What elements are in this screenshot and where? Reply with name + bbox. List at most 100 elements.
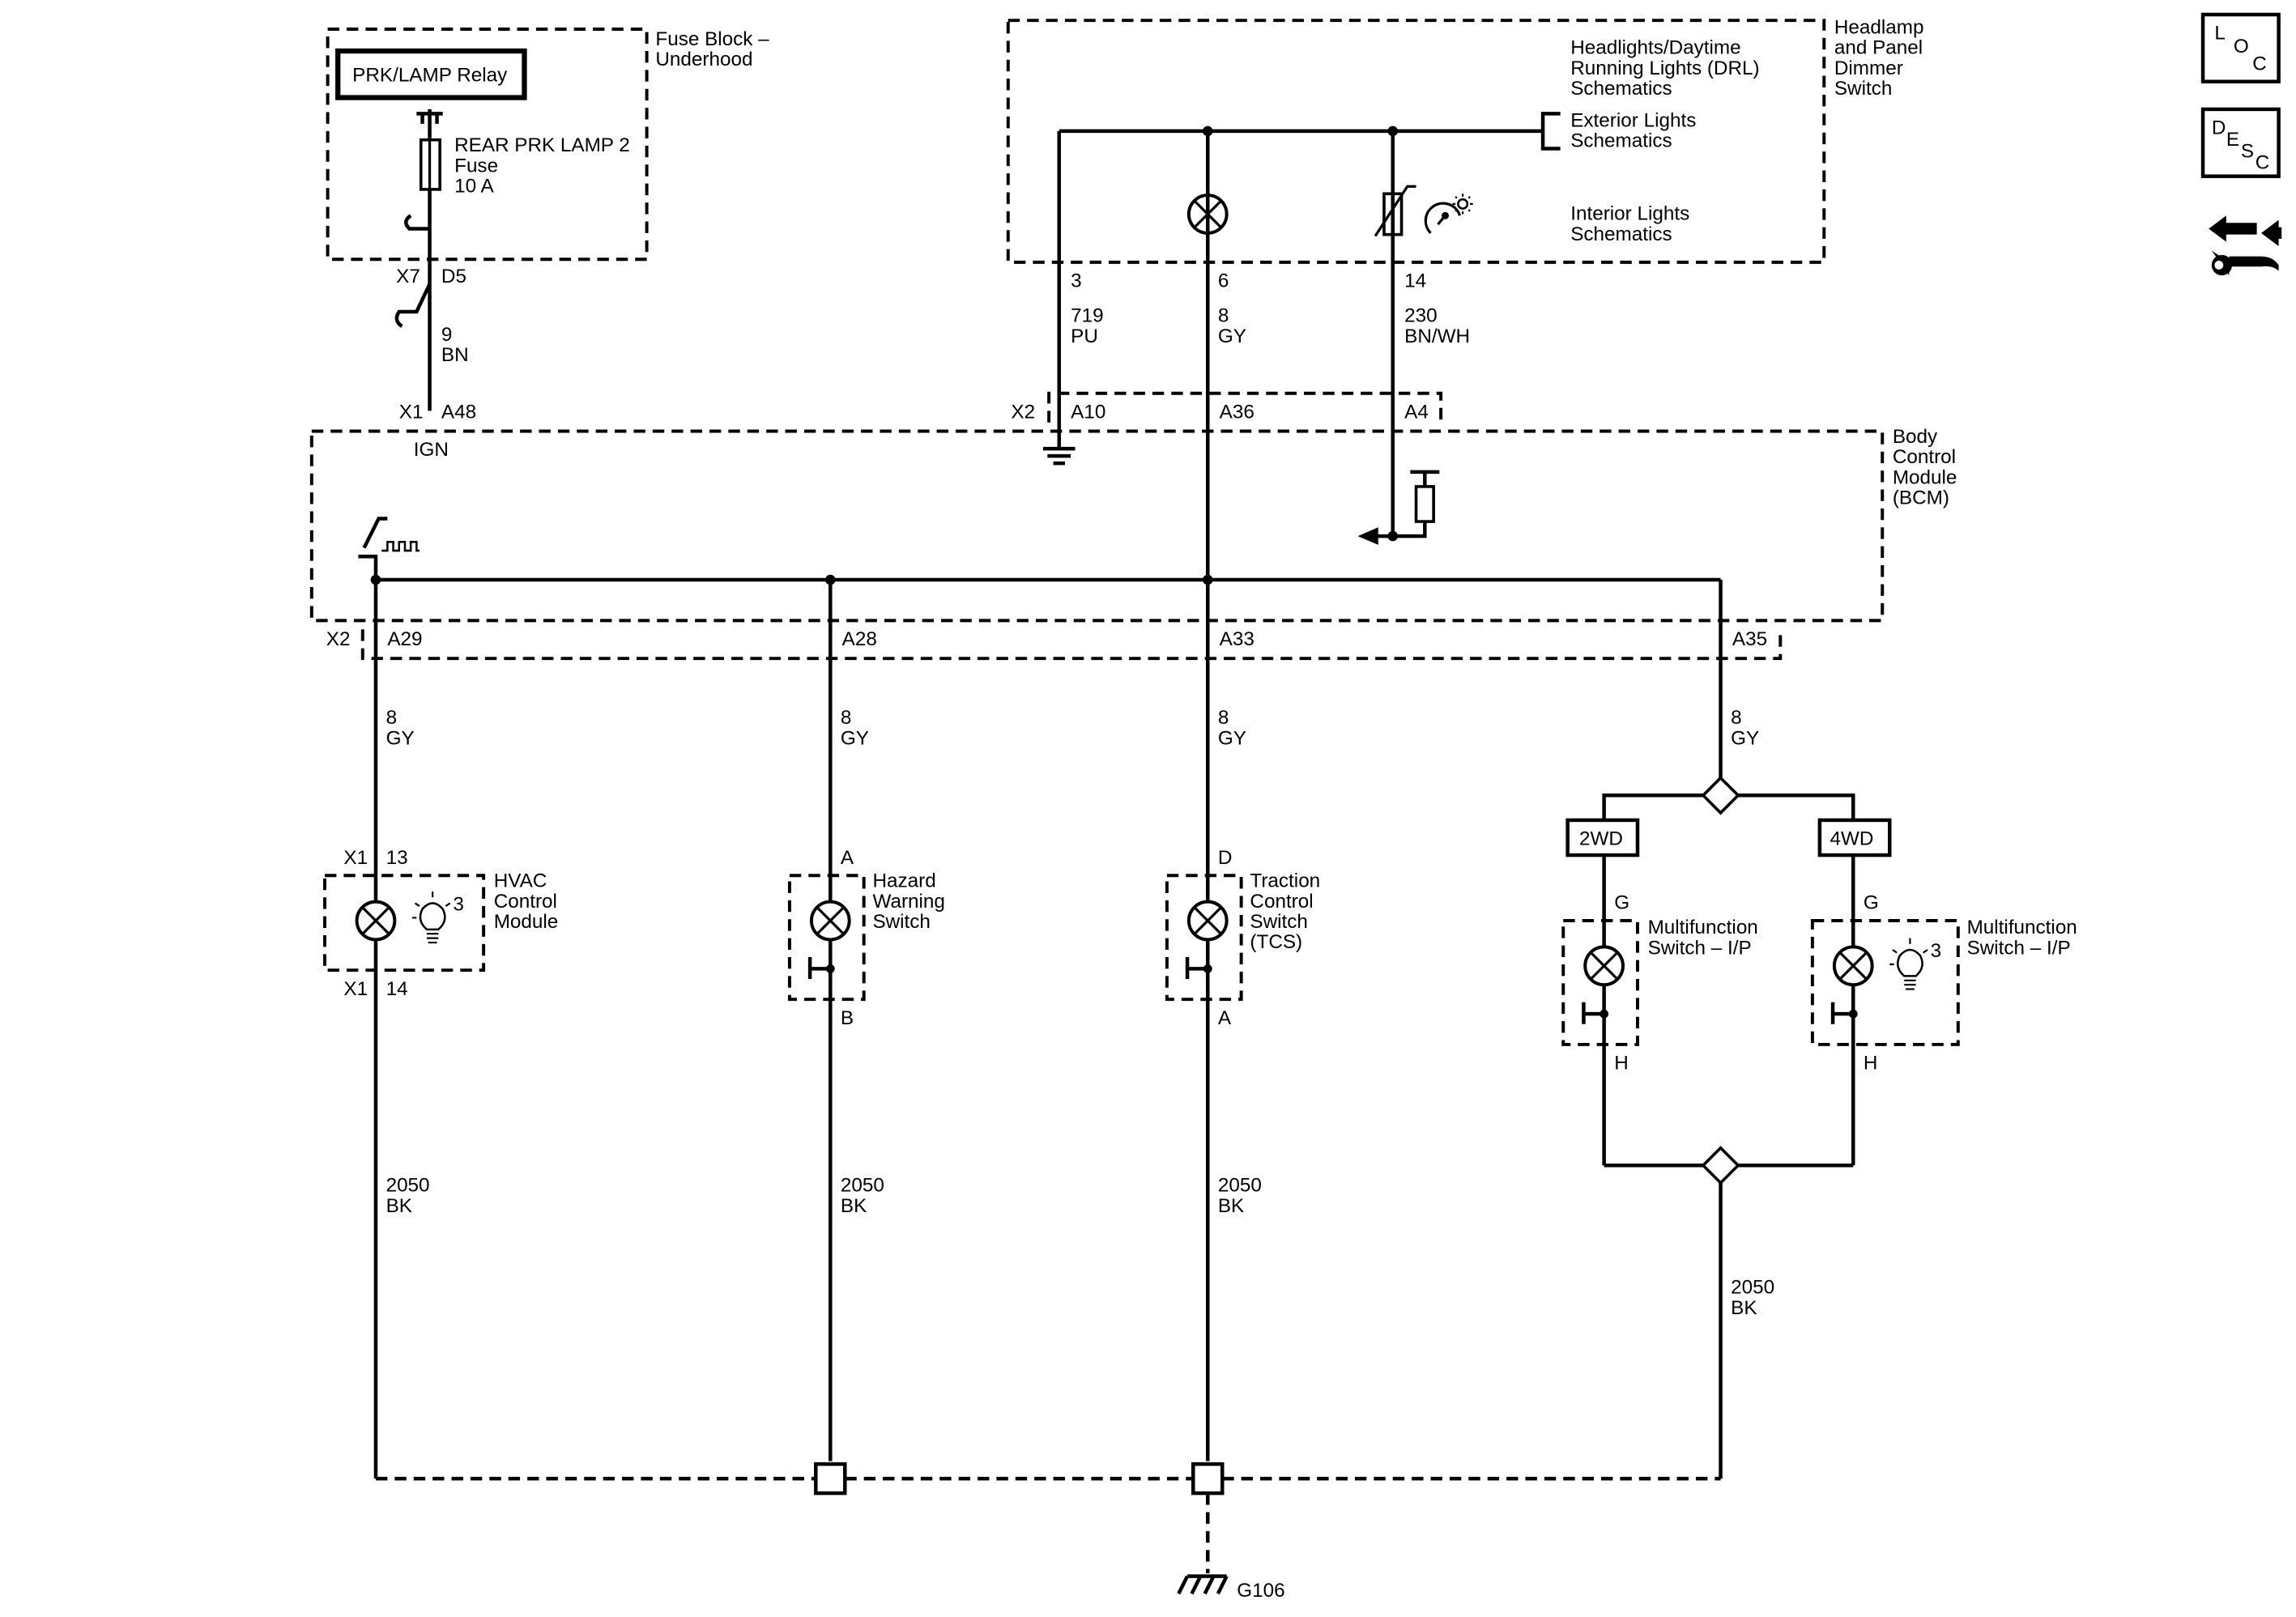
ground-wire-bk-tcs: BK — [1218, 1195, 1244, 1217]
hvac-bulb-ref: 3 — [453, 893, 464, 915]
ground-wire-2050-tcs: 2050 — [1218, 1175, 1262, 1197]
fuse-block-title-2: Underhood — [655, 49, 752, 70]
wire-circuit-8-top: 8 — [1218, 305, 1229, 327]
wire-8-hvac: 8 — [386, 707, 398, 729]
hvac-name-2: Control — [494, 891, 557, 913]
pin-a36: A36 — [1220, 401, 1254, 423]
desc-letter-e: E — [2226, 129, 2239, 151]
loc-letter-o: O — [2234, 36, 2249, 57]
pin-a29: A29 — [387, 628, 422, 650]
mfs-4wd-pin-g: G — [1864, 892, 1879, 914]
ref-drl-1: Headlights/Daytime — [1570, 37, 1740, 59]
loc-button[interactable]: L O C — [2200, 12, 2281, 83]
wire-8-tcs: 8 — [1218, 707, 1229, 729]
hazard-pin-b: B — [841, 1007, 854, 1029]
bcm-title-4: (BCM) — [1893, 487, 1949, 509]
headlamp-dimmer-switch: Headlamp and Panel Dimmer Switch Headlig… — [1006, 16, 1923, 347]
prk-lamp-relay-box — [335, 48, 527, 100]
wire-color-gy-top: GY — [1218, 326, 1246, 347]
tcs-name-2: Control — [1250, 891, 1313, 913]
hvac-name-1: HVAC — [494, 870, 547, 892]
ref-drl-3: Schematics — [1570, 78, 1672, 100]
option-2wd-label: 2WD — [1579, 828, 1623, 849]
pin-a48: A48 — [441, 401, 476, 423]
fuse-block-title-1: Fuse Block – — [655, 28, 769, 50]
mfs-4wd-switch-contact-icon — [1830, 1002, 1858, 1024]
wire-gy-hazard: GY — [841, 727, 869, 749]
mfs-4wd-backlight-bulb-icon: 3 — [1889, 938, 1942, 990]
pin-a35: A35 — [1732, 628, 1767, 650]
pin-a28: A28 — [842, 628, 877, 650]
dimmer-pin-14: 14 — [1404, 270, 1426, 291]
mfs-2wd-pin-h: H — [1614, 1053, 1629, 1074]
tcs-name-1: Traction — [1250, 870, 1320, 892]
hazard-name-3: Switch — [872, 911, 930, 933]
mfs-4wd-pin-h: H — [1864, 1053, 1878, 1074]
fuse-label-1: REAR PRK LAMP 2 — [454, 134, 630, 156]
mfs-2wd-pin-g: G — [1614, 892, 1629, 914]
splice-pack-icon — [814, 1462, 847, 1496]
option-4wd-label: 4WD — [1830, 828, 1873, 849]
desc-button[interactable]: D E S C — [2200, 107, 2281, 178]
ign-label: IGN — [414, 439, 449, 461]
hvac-backlight-bulb-icon: 3 — [411, 891, 464, 944]
hazard-indicator-lamp-icon — [809, 900, 851, 942]
tcs-name-4: (TCS) — [1250, 931, 1302, 953]
hazard-pin-a: A — [841, 847, 854, 869]
hazard-switch-contact-icon — [807, 957, 835, 979]
mfs-2wd-switch-contact-icon — [1582, 1002, 1609, 1024]
prk-lamp-relay-label: PRK/LAMP Relay — [352, 65, 508, 87]
connector-x7: X7 — [396, 266, 420, 287]
wire-gy-hvac: GY — [386, 727, 415, 749]
mfs-option-branches: 2WD 4WD — [1565, 776, 1892, 1479]
female-terminal-icon — [404, 214, 430, 231]
ground-wire-2050-hazard: 2050 — [841, 1175, 884, 1197]
connector-break-icon — [394, 283, 432, 328]
option-split-diamond-icon — [1701, 776, 1740, 815]
ground-wire-2050-hvac: 2050 — [386, 1175, 430, 1197]
ground-wire-2050-mfs: 2050 — [1731, 1277, 1774, 1299]
bcm-title-3: Module — [1893, 466, 1957, 488]
dimmer-title-3: Dimmer — [1834, 57, 1903, 79]
tcs-pin-a: A — [1218, 1007, 1232, 1029]
tcs-name-3: Switch — [1250, 911, 1307, 933]
ref-int-1: Interior Lights — [1570, 203, 1689, 225]
reference-bracket-icon — [1540, 112, 1561, 151]
desc-letter-s: S — [2241, 140, 2254, 162]
hazard-name-2: Warning — [872, 891, 944, 913]
tcs-indicator-lamp-icon — [1186, 900, 1229, 942]
hvac-pin-14: 14 — [386, 978, 408, 1000]
wire-circuit-9: 9 — [441, 324, 453, 346]
ground-splice-icon — [1191, 1462, 1225, 1496]
ground-wire-bk-mfs: BK — [1731, 1297, 1757, 1319]
mfs-4wd-name-1: Multifunction — [1967, 917, 2077, 938]
mfs-4wd-bulb-ref: 3 — [1931, 940, 1942, 962]
chassis-ground-icon — [1177, 1574, 1229, 1595]
diagnostic-arrows-wrench-icon[interactable] — [2209, 215, 2282, 276]
desc-letter-c: C — [2256, 152, 2270, 174]
bcm-ground-icon — [1042, 446, 1076, 466]
traction-control-switch: D A Traction Control Switch (TCS) — [1165, 847, 1320, 1029]
connector-x2-bottom: X2 — [326, 628, 351, 650]
mfs-2wd-indicator-lamp-icon — [1583, 945, 1625, 987]
wire-gy-tcs: GY — [1218, 727, 1246, 749]
tcs-pin-d: D — [1218, 847, 1233, 869]
dimmer-title-2: and Panel — [1834, 37, 1923, 59]
hvac-conn-top: X1 — [343, 847, 368, 869]
wire-color-pu: PU — [1071, 326, 1098, 347]
mfs-4wd-indicator-lamp-icon — [1832, 945, 1874, 987]
ground-wire-bk-hvac: BK — [386, 1195, 412, 1217]
wire-circuit-230: 230 — [1404, 305, 1438, 327]
connector-x2-top: X2 — [1011, 401, 1035, 423]
ground-g106-label: G106 — [1237, 1580, 1284, 1602]
dimmer-knob-icon — [1424, 194, 1473, 234]
bcm-pulse-output-icon — [358, 517, 420, 581]
ref-ext-1: Exterior Lights — [1570, 110, 1696, 132]
wire-8-mfs: 8 — [1731, 707, 1742, 729]
fuse-label-2: Fuse — [454, 155, 498, 177]
body-control-module: Body Control Module (BCM) X1 A48 IGN X2 … — [309, 391, 1957, 661]
option-merge-diamond-icon — [1701, 1146, 1740, 1185]
wire-circuit-719: 719 — [1071, 305, 1104, 327]
hvac-control-module: X1 13 X1 14 HVAC Control Module 3 — [323, 847, 558, 1000]
pin-a33: A33 — [1220, 628, 1254, 650]
